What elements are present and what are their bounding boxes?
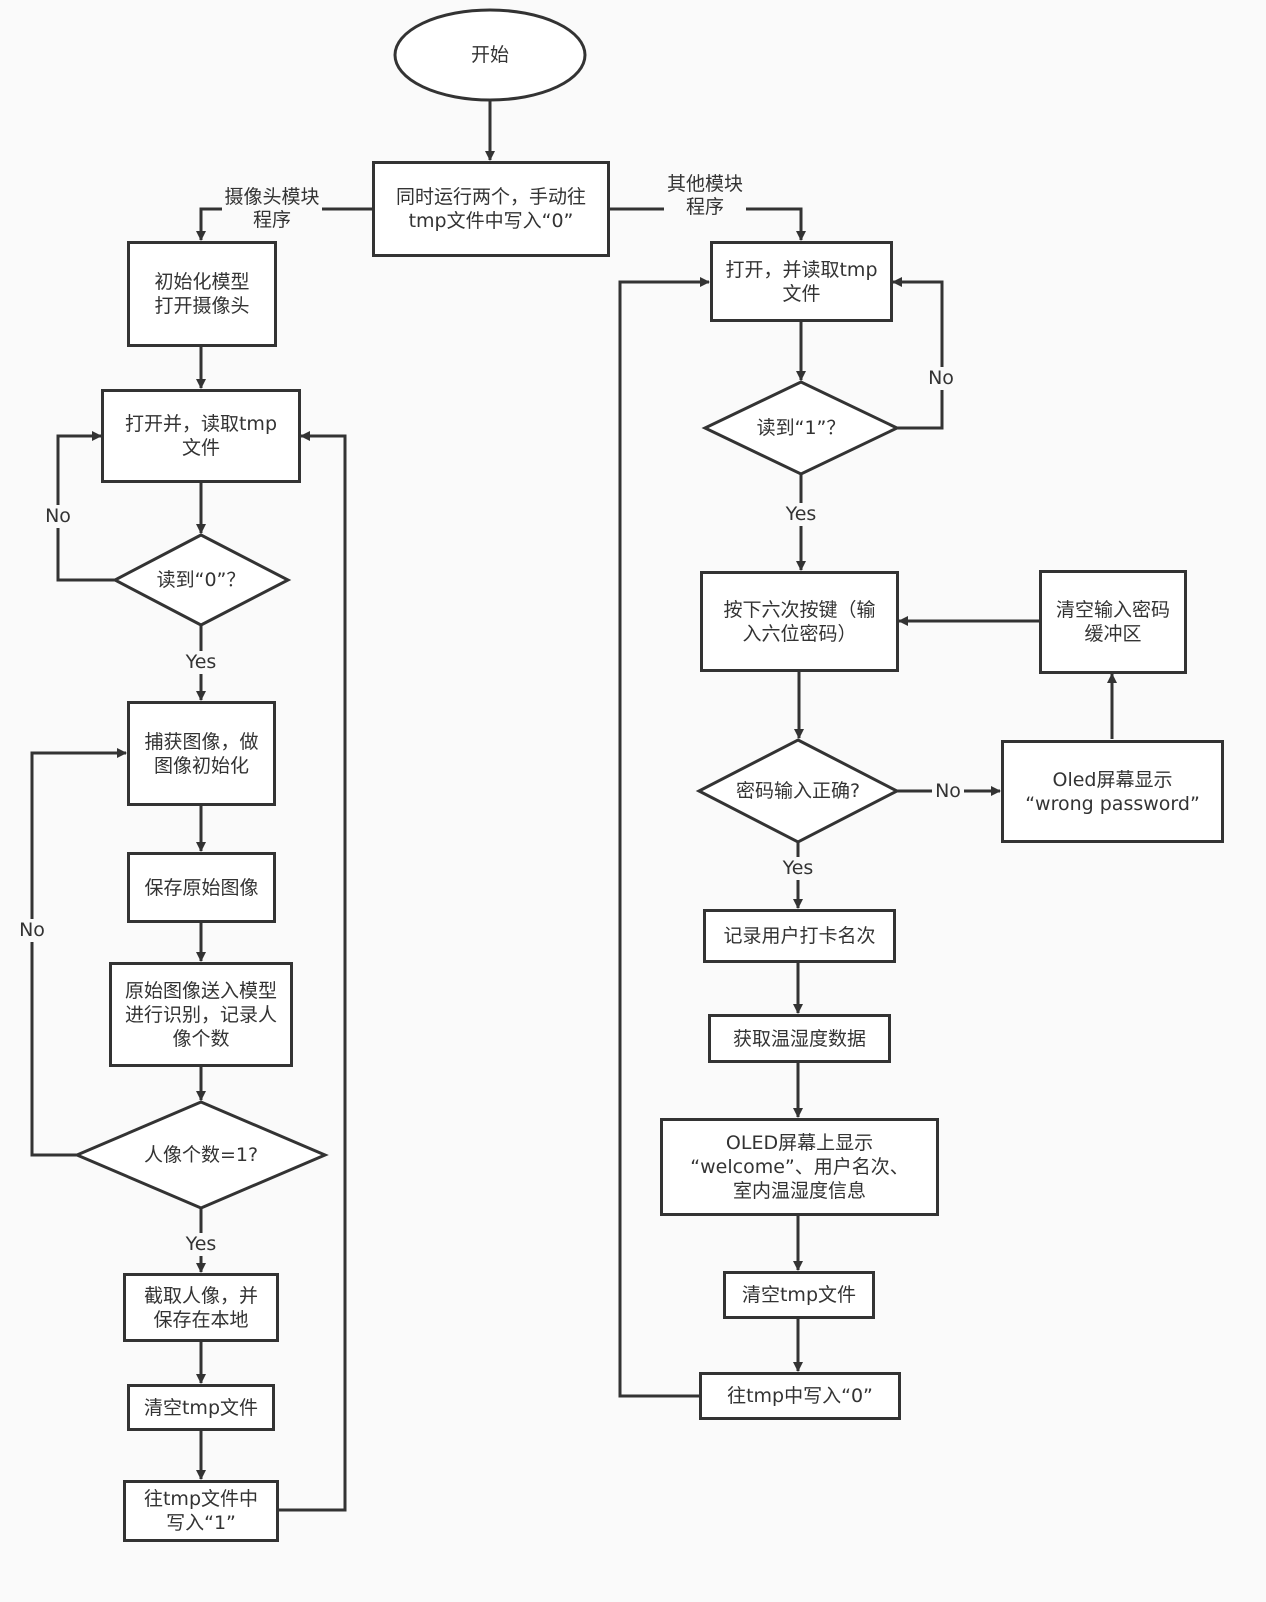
capture-node: 捕获图像，做 图像初始化 xyxy=(127,701,276,806)
open-read-left-node: 打开并，读取tmp 文件 xyxy=(101,389,301,483)
no-read-one-label: No xyxy=(925,367,957,390)
yes-read-one-label: Yes xyxy=(783,503,819,526)
write-one-node: 往tmp文件中 写入“1” xyxy=(123,1480,279,1542)
clear-buffer-node: 清空输入密码 缓冲区 xyxy=(1039,570,1187,674)
camera-branch-label: 摄像头模块 程序 xyxy=(222,186,322,232)
record-user-node: 记录用户打卡名次 xyxy=(703,909,896,963)
count-node: 人像个数=1? xyxy=(143,1144,259,1166)
no-read-zero-label: No xyxy=(42,505,74,528)
pwd-correct-node: 密码输入正确? xyxy=(735,780,861,802)
yes-read-zero-label: Yes xyxy=(183,651,219,674)
press-keys-node: 按下六次按键（输 入六位密码） xyxy=(700,571,899,672)
run-both-node: 同时运行两个，手动往 tmp文件中写入“0” xyxy=(372,161,610,257)
get-temp-node: 获取温湿度数据 xyxy=(708,1014,891,1063)
edge-write-loop xyxy=(278,431,347,1512)
init-model-node: 初始化模型 打开摄像头 xyxy=(127,241,277,347)
clear-tmp-right-node: 清空tmp文件 xyxy=(723,1271,875,1319)
edge-write0-loop xyxy=(618,277,710,1398)
connector-lines xyxy=(30,8,1117,1512)
edge-readone-no xyxy=(892,277,944,430)
yes-count-label: Yes xyxy=(183,1233,219,1256)
write-zero-node: 往tmp中写入“0” xyxy=(699,1372,901,1420)
edge-count-no xyxy=(30,748,127,1157)
open-read-right-node: 打开，并读取tmp 文件 xyxy=(710,241,893,322)
send-model-node: 原始图像送入模型 进行识别，记录人 像个数 xyxy=(109,962,293,1067)
crop-save-node: 截取人像，并 保存在本地 xyxy=(123,1273,279,1342)
oled-welcome-node: OLED屏幕上显示 “welcome”、用户名次、 室内温湿度信息 xyxy=(660,1118,939,1216)
read-zero-node: 读到“0”？ xyxy=(156,569,246,591)
other-branch-label: 其他模块 程序 xyxy=(664,173,746,219)
no-count-label: No xyxy=(16,919,48,942)
no-pwd-label: No xyxy=(932,780,964,803)
save-original-node: 保存原始图像 xyxy=(127,852,276,923)
oled-wrong-node: Oled屏幕显示 “wrong password” xyxy=(1001,740,1224,843)
read-one-node: 读到“1”？ xyxy=(756,417,846,439)
clear-tmp-left-node: 清空tmp文件 xyxy=(127,1384,275,1431)
yes-pwd-label: Yes xyxy=(780,857,816,880)
start-node: 开始 xyxy=(470,44,509,66)
